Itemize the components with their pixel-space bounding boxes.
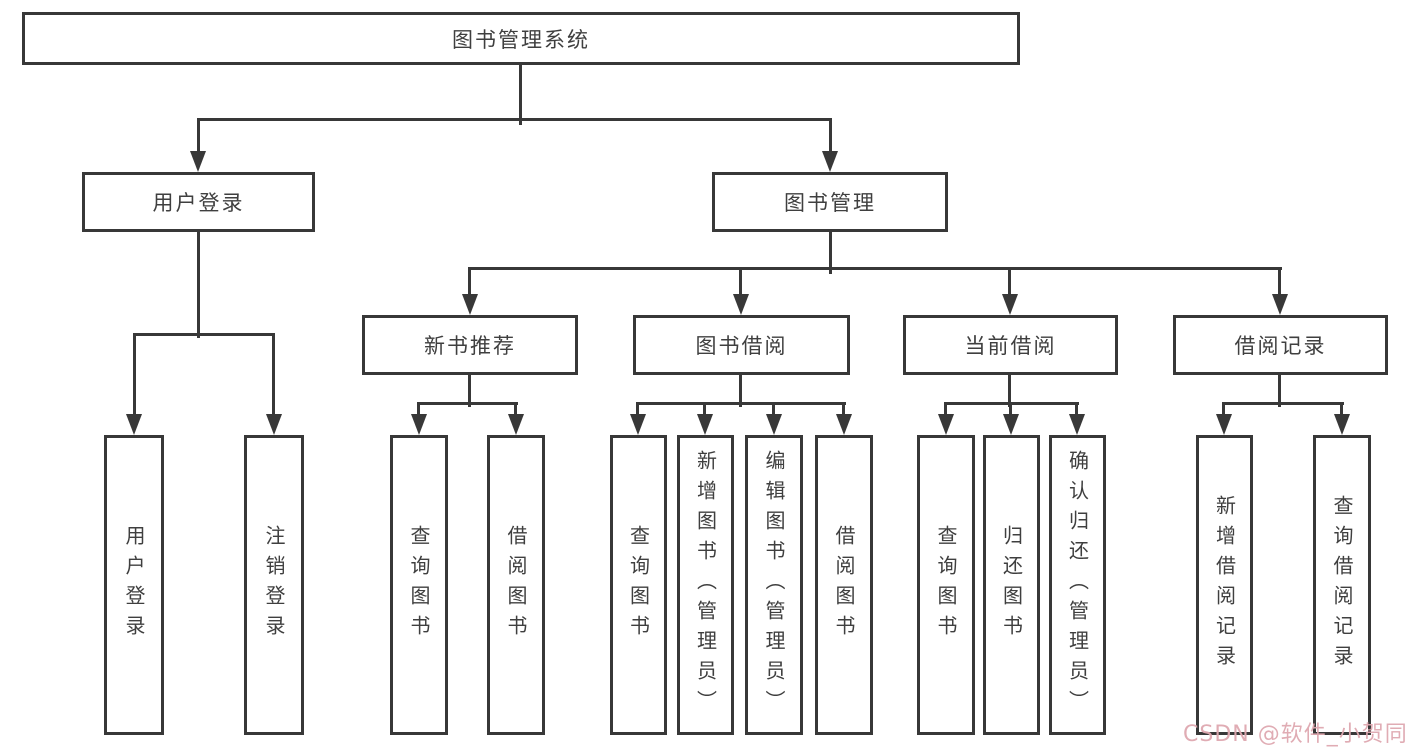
leaf-query-books-3: 查询图书 xyxy=(917,435,975,735)
connector-line xyxy=(842,402,845,418)
leaf-confirm-return-admin: 确认归还（管理员） xyxy=(1049,435,1106,735)
arrow-down-icon xyxy=(462,294,478,315)
arrow-down-icon xyxy=(126,414,142,435)
connector-line xyxy=(519,65,522,125)
node-label: 新增图书（管理员） xyxy=(693,450,718,720)
node-label: 编辑图书（管理员） xyxy=(762,450,786,720)
arrow-down-icon xyxy=(1003,414,1019,435)
connector-line xyxy=(739,267,742,297)
leaf-borrow-books-2: 借阅图书 xyxy=(815,435,873,735)
arrow-down-icon xyxy=(938,414,954,435)
connector-line xyxy=(1009,402,1012,418)
arrow-down-icon xyxy=(630,414,646,435)
connector-line xyxy=(468,267,1282,270)
connector-line xyxy=(197,118,832,121)
node-label: 用户登录 xyxy=(122,525,146,645)
connector-line xyxy=(417,402,420,418)
arrow-down-icon xyxy=(697,414,713,435)
connector-line xyxy=(1008,267,1011,297)
leaf-query-borrow-record: 查询借阅记录 xyxy=(1313,435,1371,735)
arrow-down-icon xyxy=(1216,414,1232,435)
leaf-add-books-admin: 新增图书（管理员） xyxy=(677,435,734,735)
connector-line xyxy=(703,402,706,418)
connector-line xyxy=(514,402,517,418)
arrow-down-icon xyxy=(266,414,282,435)
connector-line xyxy=(945,402,1079,405)
connector-line xyxy=(468,267,471,297)
connector-line xyxy=(944,402,947,418)
node-current-borrow: 当前借阅 xyxy=(903,315,1118,375)
connector-line xyxy=(1278,375,1281,407)
arrow-down-icon xyxy=(836,414,852,435)
node-label: 注销登录 xyxy=(262,525,286,645)
node-user-login: 用户登录 xyxy=(82,172,315,232)
node-label: 查询图书 xyxy=(934,525,958,645)
arrow-down-icon xyxy=(508,414,524,435)
connector-line xyxy=(829,118,832,156)
node-new-book-recommend: 新书推荐 xyxy=(362,315,578,375)
node-label: 图书管理 xyxy=(784,191,876,215)
node-label: 当前借阅 xyxy=(964,334,1057,358)
connector-line xyxy=(197,232,200,338)
node-label: 用户登录 xyxy=(152,191,245,215)
node-label: 查询图书 xyxy=(626,525,651,645)
connector-line xyxy=(1008,375,1011,407)
leaf-user-login: 用户登录 xyxy=(104,435,164,735)
connector-line xyxy=(637,402,846,405)
node-label: 查询借阅记录 xyxy=(1330,495,1354,675)
node-label: 新增借阅记录 xyxy=(1212,495,1237,675)
arrow-down-icon xyxy=(822,151,838,172)
connector-line xyxy=(418,402,518,405)
leaf-logout: 注销登录 xyxy=(244,435,304,735)
node-label: 图书管理系统 xyxy=(452,27,590,52)
node-book-borrow: 图书借阅 xyxy=(633,315,850,375)
arrow-down-icon xyxy=(766,414,782,435)
arrow-down-icon xyxy=(1272,294,1288,315)
leaf-query-books-2: 查询图书 xyxy=(610,435,667,735)
node-label: 新书推荐 xyxy=(424,334,516,358)
connector-line xyxy=(1278,267,1281,297)
node-label: 图书借阅 xyxy=(695,334,788,358)
connector-line xyxy=(1222,402,1225,418)
connector-line xyxy=(1340,402,1343,418)
arrow-down-icon xyxy=(733,294,749,315)
connector-line xyxy=(829,232,832,274)
node-book-management: 图书管理 xyxy=(712,172,948,232)
leaf-return-books: 归还图书 xyxy=(983,435,1040,735)
connector-line xyxy=(636,402,639,418)
node-label: 归还图书 xyxy=(999,525,1024,645)
node-label: 查询图书 xyxy=(407,525,431,645)
leaf-add-borrow-record: 新增借阅记录 xyxy=(1196,435,1253,735)
connector-line xyxy=(133,333,136,417)
connector-line xyxy=(133,333,275,336)
connector-line xyxy=(772,402,775,418)
arrow-down-icon xyxy=(411,414,427,435)
leaf-query-books-1: 查询图书 xyxy=(390,435,448,735)
arrow-down-icon xyxy=(1069,414,1085,435)
node-borrow-records: 借阅记录 xyxy=(1173,315,1388,375)
arrow-down-icon xyxy=(1334,414,1350,435)
leaf-edit-books-admin: 编辑图书（管理员） xyxy=(745,435,803,735)
arrow-down-icon xyxy=(190,151,206,172)
connector-line xyxy=(197,118,200,156)
connector-line xyxy=(468,375,471,407)
node-label: 借阅记录 xyxy=(1234,334,1327,358)
node-label: 借阅图书 xyxy=(504,525,528,645)
node-label: 借阅图书 xyxy=(832,525,856,645)
connector-line xyxy=(739,375,742,407)
leaf-borrow-books-1: 借阅图书 xyxy=(487,435,545,735)
connector-line xyxy=(272,333,275,417)
connector-line xyxy=(1075,402,1078,418)
connector-line xyxy=(1223,402,1344,405)
csdn-watermark: CSDN @软件_小贺同学 xyxy=(1183,722,1405,747)
node-label: 确认归还（管理员） xyxy=(1065,450,1090,720)
arrow-down-icon xyxy=(1002,294,1018,315)
node-library-system: 图书管理系统 xyxy=(22,12,1020,65)
